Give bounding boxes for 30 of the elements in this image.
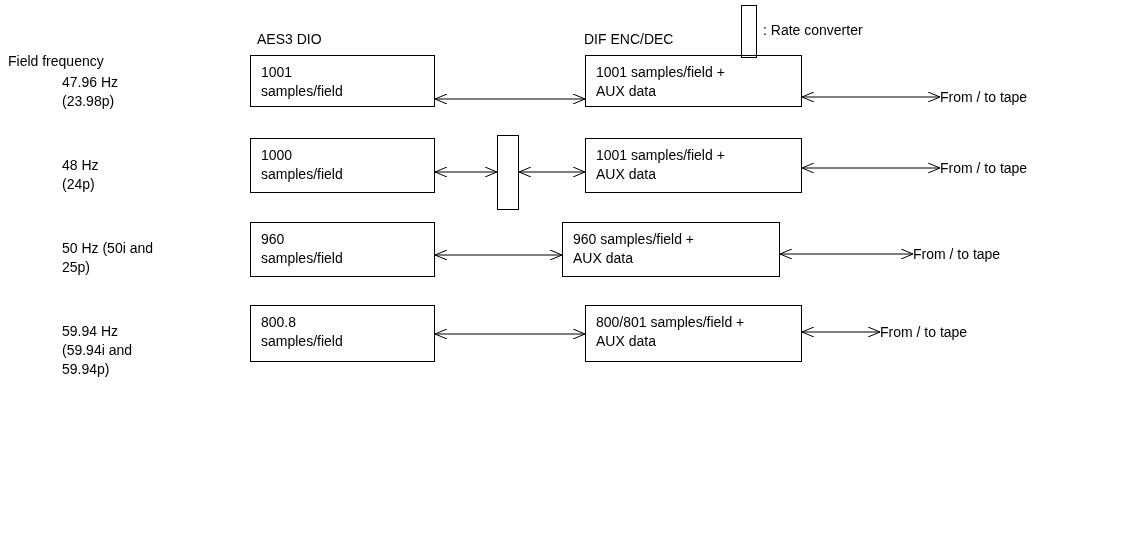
endpoint-label: From / to tape bbox=[913, 245, 1001, 264]
double-arrow bbox=[434, 166, 498, 178]
double-arrow bbox=[779, 248, 914, 260]
double-arrow bbox=[434, 328, 586, 340]
column-header: AES3 DIO bbox=[257, 30, 322, 49]
rate-converter-box bbox=[497, 135, 519, 210]
frequency-label: 47.96 Hz (23.98p) bbox=[62, 73, 120, 111]
frequency-label: 50 Hz (50i and 25p) bbox=[62, 239, 155, 277]
double-arrow bbox=[801, 326, 881, 338]
double-arrow bbox=[518, 166, 586, 178]
double-arrow bbox=[801, 91, 941, 103]
process-box: 960 samples/field bbox=[250, 222, 435, 277]
process-box: 960 samples/field + AUX data bbox=[562, 222, 780, 277]
endpoint-label: From / to tape bbox=[880, 323, 968, 342]
process-box: 1001 samples/field + AUX data bbox=[585, 138, 802, 193]
double-arrow bbox=[801, 162, 941, 174]
endpoint-label: From / to tape bbox=[940, 88, 1028, 107]
row-header: Field frequency bbox=[8, 52, 104, 71]
process-box: 800.8 samples/field bbox=[250, 305, 435, 362]
process-box: 1001 samples/field + AUX data bbox=[585, 55, 802, 107]
double-arrow bbox=[434, 93, 586, 105]
frequency-label: 59.94 Hz (59.94i and 59.94p) bbox=[62, 322, 134, 379]
double-arrow bbox=[434, 249, 563, 261]
column-header: DIF ENC/DEC bbox=[584, 30, 674, 49]
endpoint-label: From / to tape bbox=[940, 159, 1028, 178]
process-box: 1000 samples/field bbox=[250, 138, 435, 193]
process-box: 1001 samples/field bbox=[250, 55, 435, 107]
legend-label: : Rate converter bbox=[763, 21, 863, 40]
frequency-label: 48 Hz (24p) bbox=[62, 156, 100, 194]
process-box: 800/801 samples/field + AUX data bbox=[585, 305, 802, 362]
